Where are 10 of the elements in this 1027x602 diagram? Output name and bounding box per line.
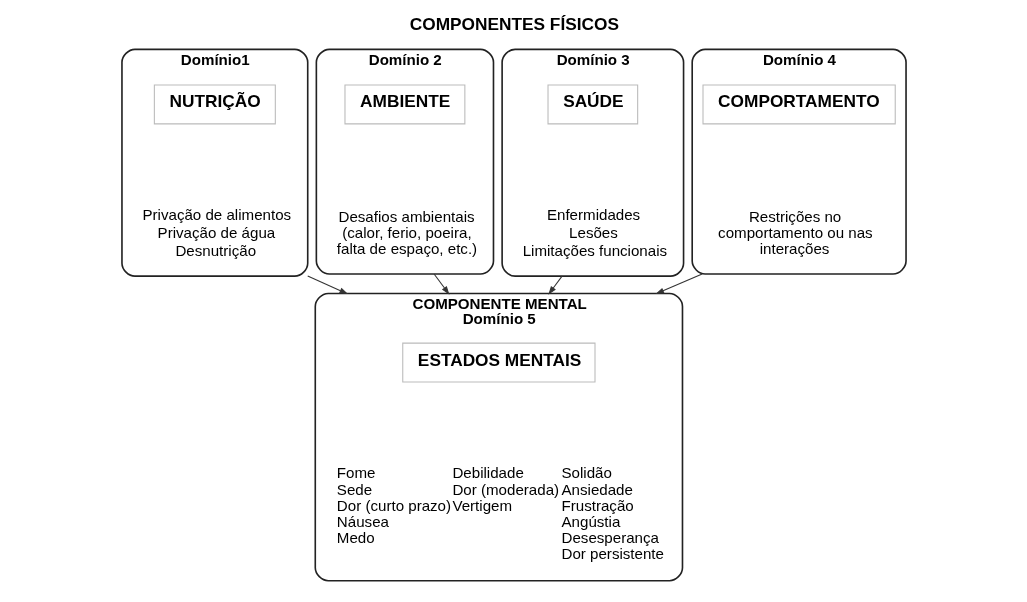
node-box: NUTRIÇÃO	[153, 84, 276, 125]
arrow	[547, 275, 563, 295]
diagram-title: COMPONENTES FÍSICOS	[409, 13, 619, 34]
node-box: SAÚDE	[547, 84, 638, 125]
arrow	[654, 273, 703, 295]
node-box: AMBIENTE	[343, 84, 465, 125]
arrow	[433, 273, 449, 295]
arrow	[306, 275, 348, 295]
node-box: ESTADOS MENTAIS	[401, 342, 596, 383]
node-box: COMPORTAMENTO	[701, 84, 896, 125]
